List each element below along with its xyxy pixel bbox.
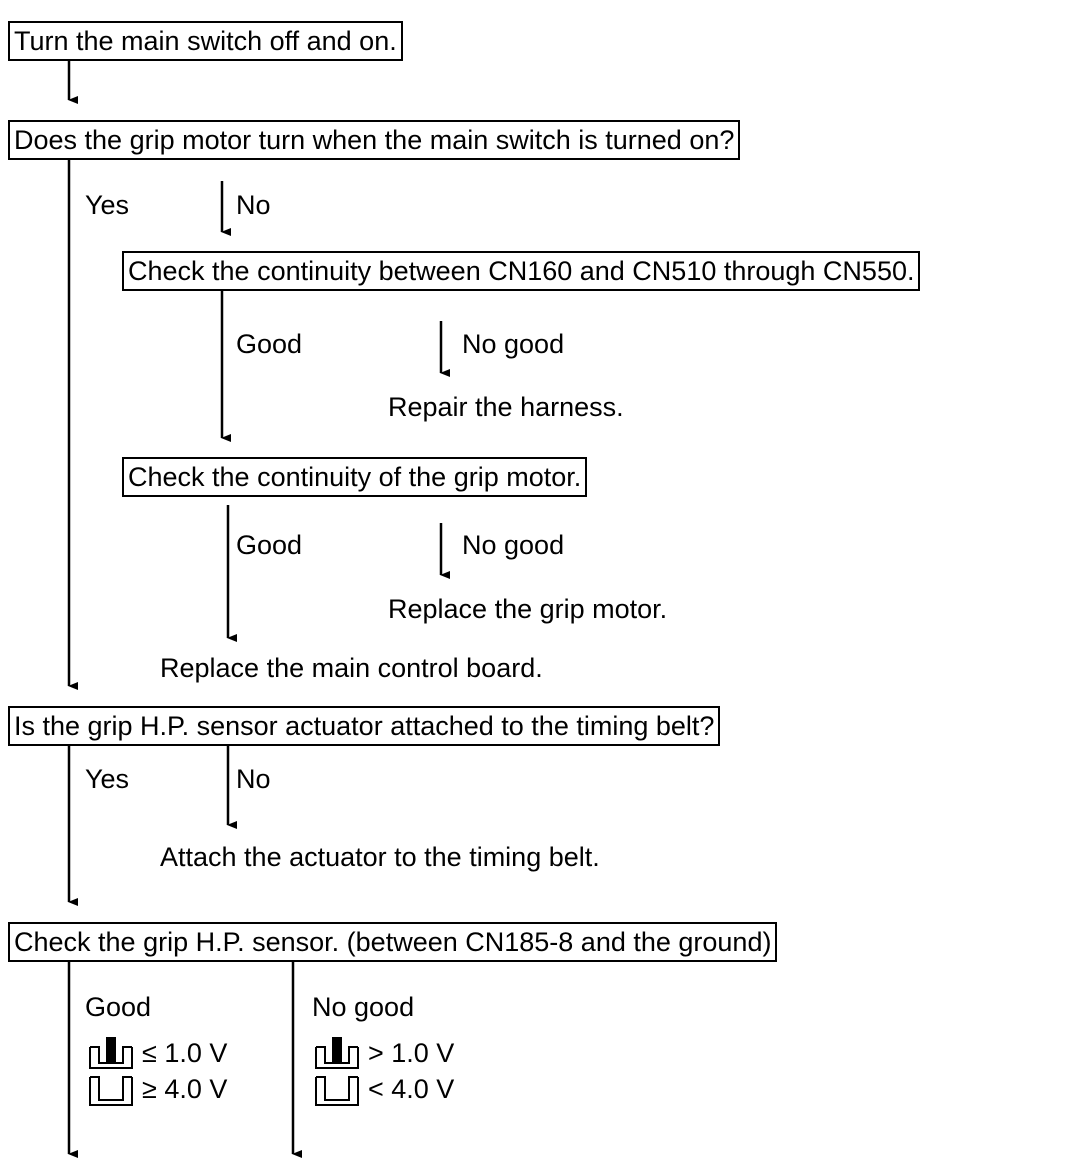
action-attach-actuator: Attach the actuator to the timing belt.: [160, 842, 600, 872]
step-continuity-cn160: Check the continuity between CN160 and C…: [122, 251, 921, 291]
sensor-blocked-icon: [315, 1037, 359, 1069]
label-no-2: No: [236, 764, 271, 794]
action-replace-board: Replace the main control board.: [160, 653, 543, 683]
label-nogood-2: No good: [462, 530, 565, 560]
condition-good-blocked: ≤ 1.0 V: [142, 1038, 228, 1068]
sensor-open-icon: [315, 1076, 359, 1106]
sensor-open-icon: [89, 1076, 133, 1106]
label-nogood-1: No good: [462, 329, 565, 359]
label-good-3: Good: [85, 992, 152, 1022]
step-continuity-motor: Check the continuity of the grip motor.: [122, 457, 588, 497]
condition-nogood-open: < 4.0 V: [368, 1074, 455, 1104]
condition-good-open: ≥ 4.0 V: [142, 1074, 228, 1104]
action-repair-harness: Repair the harness.: [388, 392, 624, 422]
condition-nogood-blocked: > 1.0 V: [368, 1038, 455, 1068]
step-actuator-check: Is the grip H.P. sensor actuator attache…: [8, 706, 721, 746]
step-grip-motor-check: Does the grip motor turn when the main s…: [8, 120, 741, 160]
label-yes-2: Yes: [85, 764, 130, 794]
label-nogood-3: No good: [312, 992, 415, 1022]
step-sensor-check: Check the grip H.P. sensor. (between CN1…: [8, 922, 778, 962]
label-yes-1: Yes: [85, 190, 130, 220]
step-turn-switch: Turn the main switch off and on.: [8, 21, 403, 61]
sensor-blocked-icon: [89, 1037, 133, 1069]
label-no-1: No: [236, 190, 271, 220]
label-good-2: Good: [236, 530, 303, 560]
action-replace-motor: Replace the grip motor.: [388, 594, 668, 624]
label-good-1: Good: [236, 329, 303, 359]
